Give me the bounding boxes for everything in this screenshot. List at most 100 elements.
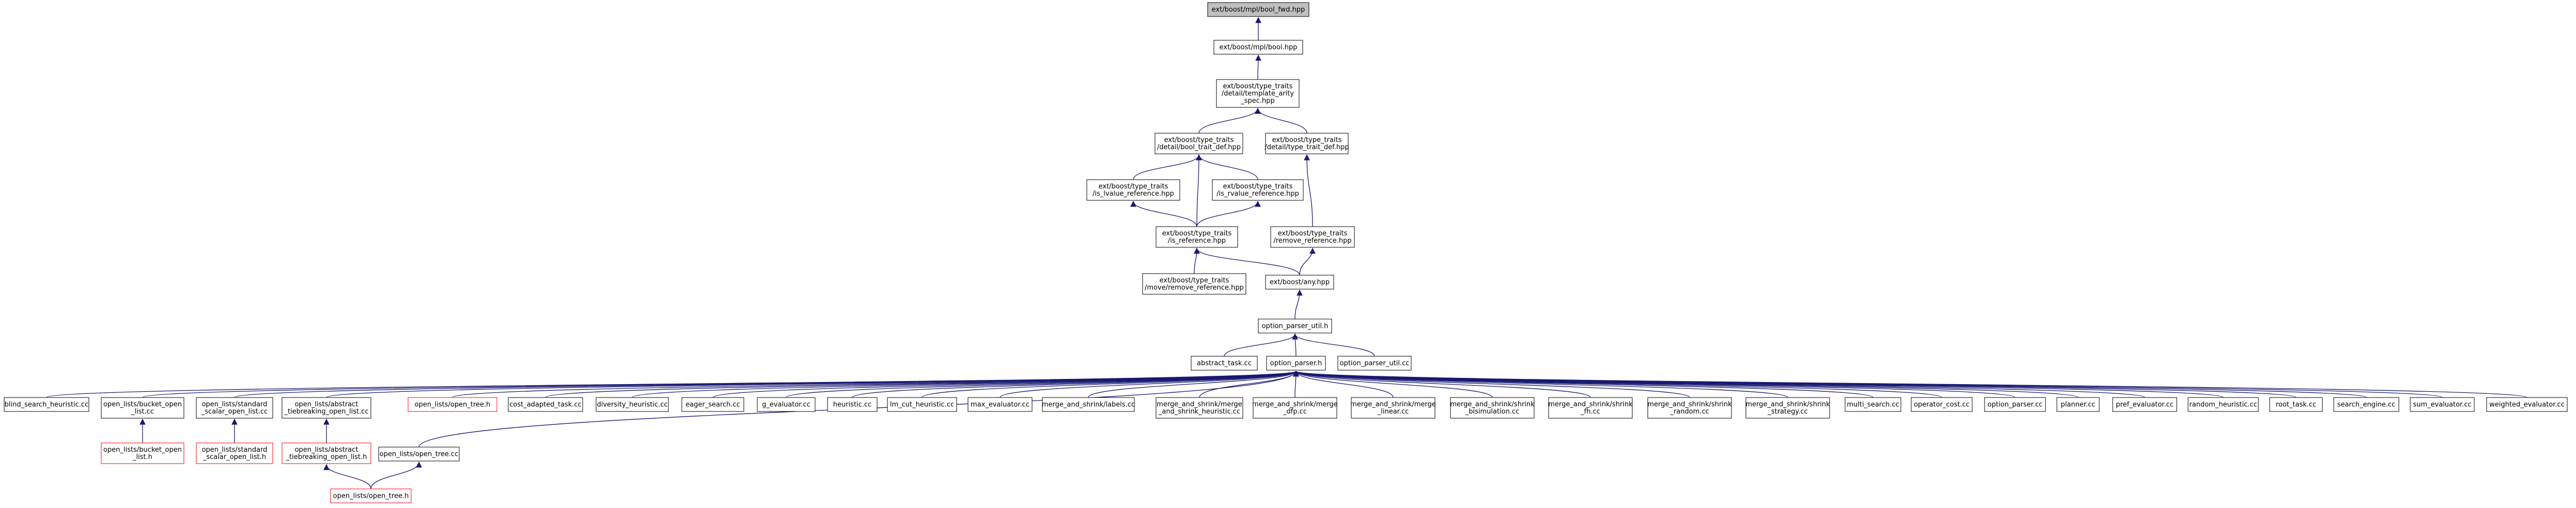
graph-node[interactable]: merge_and_shrink/merge_dfp.cc bbox=[1252, 397, 1338, 419]
node-label: random_heuristic.cc bbox=[2189, 401, 2257, 409]
graph-node[interactable]: ext/boost/type_traits/is_lvalue_referenc… bbox=[1086, 179, 1180, 201]
graph-node[interactable]: open_lists/standard_scalar_open_list.h bbox=[196, 442, 273, 464]
node-label: ext/boost/mpl/bool_fwd.hpp bbox=[1212, 6, 1305, 14]
edge-n5-to-n3 bbox=[1133, 154, 1202, 180]
graph-node[interactable]: ext/boost/type_traits/detail/template_ar… bbox=[1216, 79, 1300, 108]
node-label: g_evaluator.cc bbox=[762, 401, 810, 409]
node-label: merge_and_shrink/shrink bbox=[1548, 401, 1633, 408]
node-box bbox=[1984, 397, 2046, 412]
node-box bbox=[1548, 397, 1633, 419]
node-label: /remove_reference.hpp bbox=[1273, 237, 1351, 245]
node-box bbox=[1154, 133, 1243, 154]
graph-node[interactable]: lm_cut_heuristic.cc bbox=[887, 397, 957, 412]
node-box bbox=[1450, 397, 1535, 419]
node-box bbox=[1207, 2, 1309, 17]
graph-node[interactable]: ext/boost/mpl/bool.hpp bbox=[1213, 40, 1303, 55]
node-label: open_lists/abstract bbox=[295, 446, 358, 454]
graph-node[interactable]: open_lists/bucket_open_list.cc bbox=[101, 397, 184, 419]
graph-node[interactable]: g_evaluator.cc bbox=[757, 397, 816, 412]
node-label: _tiebreaking_open_list.h bbox=[285, 453, 367, 461]
edge-n32-to-n13 bbox=[1293, 370, 1591, 398]
graph-node[interactable]: open_lists/abstract_tiebreaking_open_lis… bbox=[282, 442, 371, 464]
graph-node[interactable]: option_parser_util.h bbox=[1258, 319, 1332, 334]
graph-node[interactable]: merge_and_shrink/shrink_strategy.cc bbox=[1745, 397, 1830, 419]
graph-node[interactable]: ext/boost/any.hpp bbox=[1265, 275, 1334, 290]
graph-node[interactable]: ext/boost/type_traits/detail/bool_trait_… bbox=[1154, 133, 1243, 154]
graph-node[interactable]: merge_and_shrink/labels.cc bbox=[1042, 397, 1135, 412]
node-label: /move/remove_reference.hpp bbox=[1145, 284, 1244, 292]
graph-node[interactable]: ext/boost/type_traits/detail/type_trait_… bbox=[1264, 133, 1349, 154]
node-label: merge_and_shrink/labels.cc bbox=[1042, 401, 1135, 409]
graph-node[interactable]: eager_search.cc bbox=[681, 397, 744, 412]
node-label: merge_and_shrink/shrink bbox=[1745, 401, 1830, 408]
graph-node[interactable]: open_lists/abstract_tiebreaking_open_lis… bbox=[282, 397, 371, 419]
graph-node[interactable]: open_lists/open_tree.cc bbox=[378, 447, 460, 462]
edge-n25-to-n13 bbox=[922, 370, 1299, 398]
graph-node[interactable]: max_evaluator.cc bbox=[967, 397, 1033, 412]
graph-node[interactable]: ext/boost/type_traits/move/remove_refere… bbox=[1142, 273, 1246, 295]
graph-node[interactable]: open_lists/open_tree.h bbox=[330, 488, 412, 503]
node-label: _scalar_open_list.cc bbox=[201, 408, 268, 416]
graph-node[interactable]: merge_and_shrink/shrink_fh.cc bbox=[1548, 397, 1633, 419]
graph-node: ext/boost/mpl/bool_fwd.hpp bbox=[1207, 2, 1309, 17]
node-label: open_lists/bucket_open bbox=[103, 446, 182, 454]
node-label: /is_rvalue_reference.hpp bbox=[1216, 190, 1299, 198]
graph-node[interactable]: blind_search_heuristic.cc bbox=[4, 397, 89, 412]
node-label: operator_cost.cc bbox=[1914, 401, 1970, 409]
node-label: merge_and_shrink/shrink bbox=[1647, 401, 1732, 408]
node-box bbox=[196, 442, 273, 464]
graph-node[interactable]: random_heuristic.cc bbox=[2188, 397, 2259, 412]
node-box bbox=[1845, 397, 1901, 412]
node-label: option_parser_util.cc bbox=[1340, 360, 1410, 368]
graph-node[interactable]: ext/boost/type_traits/remove_reference.h… bbox=[1270, 226, 1355, 248]
node-label: _list.h bbox=[132, 453, 152, 461]
edge-n18-to-n13 bbox=[326, 370, 1299, 398]
graph-node[interactable]: merge_and_shrink/shrink_bisimulation.cc bbox=[1450, 397, 1535, 419]
graph-node[interactable]: operator_cost.cc bbox=[1911, 397, 1973, 412]
node-label: _strategy.cc bbox=[1767, 408, 1807, 416]
graph-node[interactable]: sum_evaluator.cc bbox=[2410, 397, 2475, 412]
graph-node[interactable]: merge_and_shrink/merge_and_shrink_heuris… bbox=[1156, 397, 1243, 419]
graph-node[interactable]: planner.cc bbox=[2056, 397, 2100, 412]
node-box bbox=[1212, 179, 1304, 201]
graph-node[interactable]: abstract_task.cc bbox=[1191, 356, 1258, 371]
node-label: abstract_task.cc bbox=[1197, 360, 1252, 368]
edge-n10-to-n8 bbox=[1299, 247, 1316, 276]
node-box bbox=[378, 447, 460, 462]
graph-node[interactable]: open_lists/open_tree.h bbox=[408, 397, 497, 412]
edge-n31-to-n13 bbox=[1293, 370, 1493, 398]
node-label: open_lists/open_tree.h bbox=[415, 401, 491, 409]
node-box bbox=[2269, 397, 2323, 412]
graph-node[interactable]: merge_and_shrink/shrink_random.cc bbox=[1647, 397, 1732, 419]
graph-node[interactable]: open_lists/bucket_open_list.h bbox=[101, 442, 184, 464]
node-box bbox=[408, 397, 497, 412]
graph-node[interactable]: weighted_evaluator.cc bbox=[2486, 397, 2568, 412]
graph-node[interactable]: diversity_heuristic.cc bbox=[596, 397, 669, 412]
graph-node[interactable]: search_engine.cc bbox=[2333, 397, 2399, 412]
node-box bbox=[101, 442, 184, 464]
node-label: _dfp.cc bbox=[1283, 408, 1307, 416]
edge-n12-to-n11 bbox=[1224, 333, 1298, 357]
node-label: merge_and_shrink/shrink bbox=[1450, 401, 1535, 408]
node-box bbox=[2056, 397, 2100, 412]
graph-node[interactable]: heuristic.cc bbox=[827, 397, 878, 412]
graph-node[interactable]: merge_and_shrink/merge_linear.cc bbox=[1350, 397, 1436, 419]
graph-node[interactable]: ext/boost/type_traits/is_reference.hpp bbox=[1156, 226, 1238, 248]
node-box bbox=[1216, 79, 1300, 108]
node-box bbox=[4, 397, 89, 412]
graph-node[interactable]: ext/boost/type_traits/is_rvalue_referenc… bbox=[1212, 179, 1304, 201]
graph-node[interactable]: cost_adapted_task.cc bbox=[508, 397, 583, 412]
edge-n49-to-n47 bbox=[323, 464, 371, 489]
graph-node[interactable]: pref_evaluator.cc bbox=[2112, 397, 2177, 412]
graph-node[interactable]: option_parser_util.cc bbox=[1337, 356, 1412, 371]
node-label: eager_search.cc bbox=[685, 401, 740, 409]
graph-node[interactable]: option_parser.cc bbox=[1984, 397, 2046, 412]
graph-node[interactable]: multi_search.cc bbox=[1845, 397, 1901, 412]
graph-node[interactable]: root_task.cc bbox=[2269, 397, 2323, 412]
graph-node[interactable]: option_parser.h bbox=[1266, 356, 1326, 371]
graph-node[interactable]: open_lists/standard_scalar_open_list.cc bbox=[196, 397, 273, 419]
node-label: /detail/bool_trait_def.hpp bbox=[1157, 144, 1241, 151]
node-box bbox=[1911, 397, 1973, 412]
node-label: _spec.hpp bbox=[1240, 97, 1275, 105]
